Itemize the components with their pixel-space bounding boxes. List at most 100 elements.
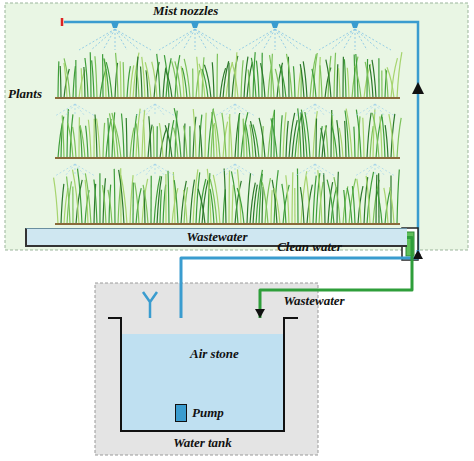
grass-blade [152, 62, 157, 98]
grass-blade [346, 109, 352, 158]
mist-line [375, 164, 395, 176]
wastewater-trough: Wastewater [25, 228, 407, 247]
grass-blade [106, 62, 112, 98]
water-tank: Water tankPump [120, 318, 285, 432]
grass-blade [325, 126, 328, 158]
grass-blade [60, 66, 62, 98]
grass-blade [174, 108, 181, 158]
mist-spray [55, 22, 395, 176]
grass-blade [241, 60, 243, 98]
grass-blade [366, 176, 370, 224]
grass-blade [375, 175, 377, 224]
mist-line [159, 29, 195, 50]
grass-blade [318, 170, 322, 224]
pipe-connector [255, 238, 412, 319]
mist-line [55, 104, 75, 116]
mist-line [251, 29, 275, 50]
mist-line [155, 164, 175, 176]
grass-blade [231, 171, 238, 224]
mist-line [183, 29, 195, 50]
tank-lip [283, 317, 298, 319]
grass-blade [320, 65, 322, 98]
grass-blade [157, 54, 160, 98]
grass-blade [174, 180, 178, 224]
mist-line [375, 104, 376, 116]
grass-blade [385, 69, 388, 98]
mist-line [195, 29, 207, 50]
grass-blade [390, 187, 394, 224]
mist-line [355, 29, 356, 50]
grass-blade [321, 128, 325, 158]
grass-blade [200, 125, 202, 158]
grass-blade [85, 58, 88, 98]
mist-line [75, 104, 76, 116]
grass-blade [397, 52, 402, 98]
grass-blade [67, 109, 68, 158]
grass-blade [73, 66, 75, 98]
grass-blade [355, 66, 361, 98]
grass-blade [342, 57, 344, 98]
mist-line [155, 104, 165, 116]
mist-line [235, 164, 245, 176]
node-label: Mist nozzles [153, 4, 218, 19]
grass-blade [81, 68, 83, 98]
grass-blade [291, 172, 293, 224]
grass-blade [338, 68, 340, 98]
grass-blade [106, 119, 111, 158]
mist-line [275, 29, 311, 50]
mist-line [365, 164, 375, 176]
grass-blade [397, 118, 401, 158]
grass-blade [114, 169, 116, 224]
grass-blade [229, 117, 232, 158]
grass-blade [303, 61, 307, 98]
mist-line [343, 29, 355, 50]
grass-blade [268, 111, 274, 158]
grass-blade [347, 68, 349, 98]
grass-blade [300, 187, 304, 224]
grass-blade [159, 123, 163, 158]
grass-blade [135, 183, 139, 224]
grass-blade [103, 178, 105, 224]
grass-blade [143, 120, 145, 158]
grass-blade [114, 122, 121, 158]
grass-blade [380, 116, 382, 158]
grass-blade [286, 121, 288, 158]
grass-blade [80, 125, 85, 158]
grass-blade [363, 118, 364, 158]
greenhouse-ground [5, 3, 468, 250]
mist-line [75, 104, 85, 116]
grass-blade [397, 170, 399, 224]
node-label: Wastewater [186, 230, 247, 245]
nozzle-pipe [64, 22, 418, 250]
grass-blade [165, 174, 166, 224]
grass-blade [344, 59, 346, 98]
grass-blade [378, 58, 379, 98]
mist-line [215, 164, 235, 176]
grass-blade [286, 175, 289, 224]
grass-blade [339, 128, 343, 158]
mist-line [91, 29, 115, 50]
mist-line [195, 29, 219, 50]
grass-blade [212, 62, 214, 98]
grass-blade [207, 169, 211, 224]
grass-blade [120, 61, 122, 98]
plant-base [55, 157, 400, 159]
grass-blade [337, 120, 340, 158]
mist-line [319, 29, 355, 50]
grass-blade [149, 116, 151, 158]
grass-blade [382, 117, 385, 158]
grass-blade [130, 175, 133, 224]
mist-line [115, 29, 127, 50]
grass-blade [72, 170, 79, 224]
grass-blade [133, 53, 139, 98]
grass-blade [222, 113, 226, 158]
part-label: Air stone [190, 347, 239, 362]
grass-blade [205, 113, 206, 158]
grass-blade [67, 176, 70, 224]
grass-blade [272, 180, 277, 224]
grass-blade [86, 126, 88, 158]
grass-blade [181, 181, 186, 224]
grass-blade [182, 68, 187, 98]
grass-blade [103, 123, 105, 158]
grass-blade [343, 186, 348, 224]
